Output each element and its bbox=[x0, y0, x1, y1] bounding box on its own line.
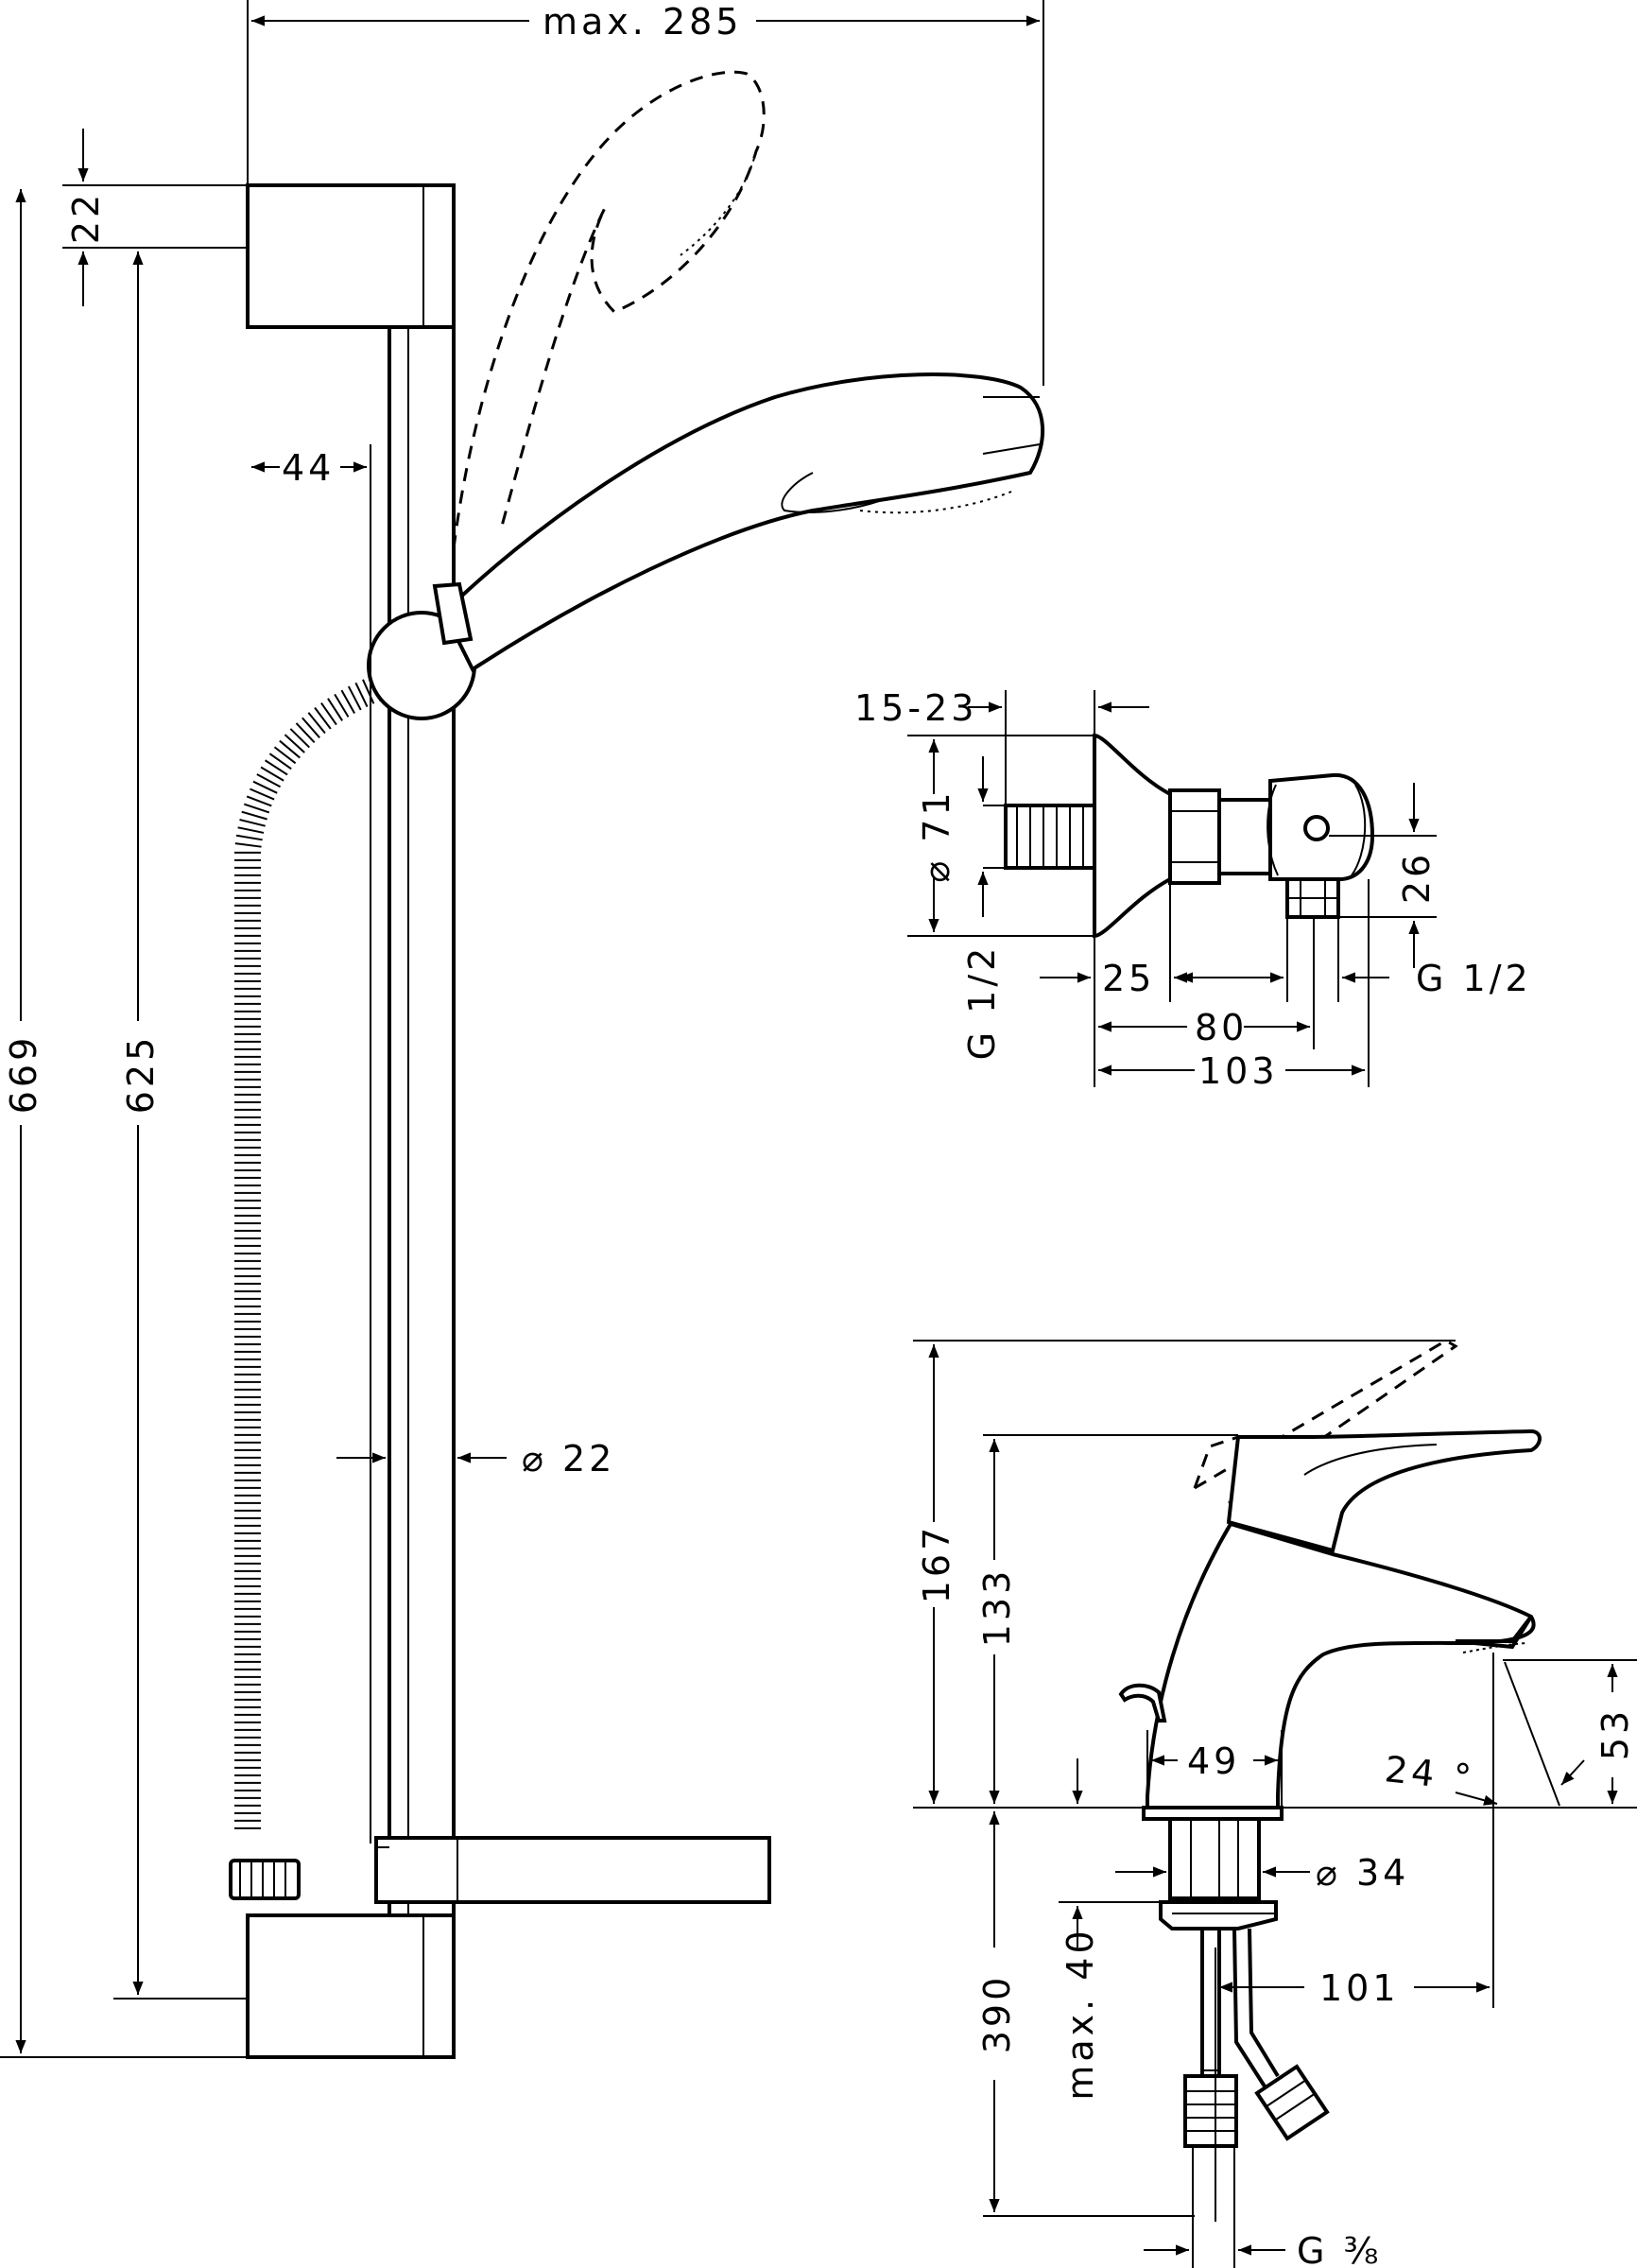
shower-rail-set: max. 285 22 44 669 625 ⌀ 22 bbox=[0, 0, 1045, 2059]
dim-base-width: 49 bbox=[1187, 1740, 1240, 1782]
shower-hose bbox=[247, 687, 377, 1834]
dim-body-offset: 25 bbox=[1102, 958, 1155, 999]
wall-valve: 15-23 ⌀ 71 G 1/2 26 25 G 1/2 80 103 bbox=[854, 687, 1532, 1092]
dim-max-285: max. 285 bbox=[543, 1, 742, 43]
soap-dish bbox=[374, 1836, 771, 1904]
dim-outlet-height: 26 bbox=[1396, 851, 1438, 904]
hose-nut bbox=[229, 1859, 301, 1900]
dim-spout-angle: 24 ° bbox=[1383, 1748, 1477, 1799]
dim-max-40: max. 40 bbox=[1060, 1927, 1101, 2100]
dim-total-depth: 103 bbox=[1198, 1050, 1279, 1092]
dim-spout-height: 53 bbox=[1594, 1707, 1636, 1760]
rail bbox=[388, 325, 456, 1917]
dim-height-lever-raised: 167 bbox=[916, 1524, 957, 1604]
dim-rosette-diameter: ⌀ 71 bbox=[916, 788, 957, 882]
dim-spout-reach: 101 bbox=[1319, 1967, 1400, 2009]
hose-nut-left bbox=[1183, 2074, 1238, 2148]
dim-15-23: 15-23 bbox=[854, 687, 977, 729]
dim-height-body: 133 bbox=[976, 1567, 1018, 1648]
dim-22-top: 22 bbox=[65, 191, 107, 244]
dim-44: 44 bbox=[282, 447, 335, 489]
hose-nut-right bbox=[1254, 2064, 1330, 2141]
basin-mixer: 167 133 390 max. 40 49 ⌀ 34 101 bbox=[913, 1339, 1637, 2268]
dim-connection: G ⅜ bbox=[1297, 2230, 1382, 2268]
bottom-bracket bbox=[246, 1913, 456, 2059]
dim-center-distance: 80 bbox=[1195, 1007, 1248, 1048]
dim-rail-diameter: ⌀ 22 bbox=[522, 1438, 615, 1480]
lever-raised-dashed bbox=[1194, 1339, 1458, 1505]
dim-inlet-thread: G 1/2 bbox=[961, 944, 1003, 1061]
dim-shank-diameter: ⌀ 34 bbox=[1316, 1852, 1409, 1894]
dim-625: 625 bbox=[120, 1034, 162, 1115]
top-bracket bbox=[246, 183, 456, 329]
hand-shower bbox=[441, 372, 1045, 672]
lever bbox=[1226, 1428, 1542, 1553]
dim-hose-length: 390 bbox=[976, 1974, 1018, 2054]
dim-outlet-thread: G 1/2 bbox=[1416, 958, 1532, 999]
dim-669: 669 bbox=[3, 1034, 44, 1115]
